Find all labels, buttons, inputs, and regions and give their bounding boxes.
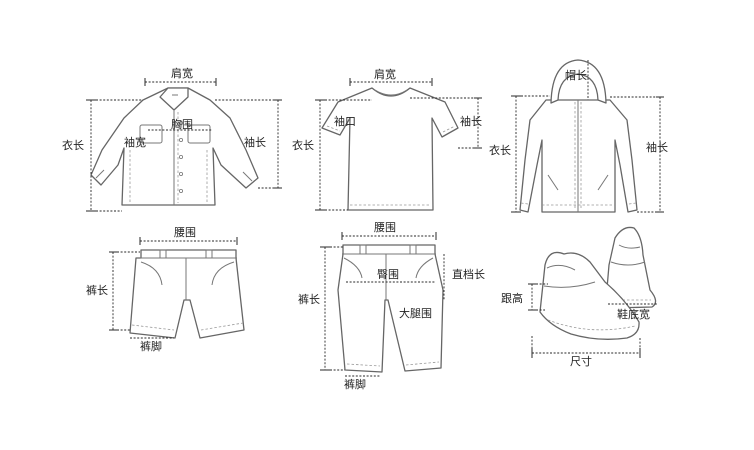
tshirt-length-label: 衣长 (292, 138, 314, 152)
tshirt-dimension-lines (315, 78, 482, 211)
pants-hip-label: 臀围 (377, 268, 399, 281)
shoes-illustration (539, 226, 657, 340)
shoes-sole-width-label: 鞋底宽 (617, 307, 650, 321)
shoes-heel-height-label: 跟高 (501, 291, 523, 305)
tshirt-shoulder-label: 肩宽 (374, 67, 396, 81)
shorts-waist-label: 腰围 (174, 226, 196, 239)
pants-front-rise-label: 直档长 (452, 267, 485, 281)
tshirt-illustration (321, 87, 459, 211)
jacket-illustration (519, 59, 638, 213)
pants-thigh-label: 大腿围 (399, 306, 432, 320)
shorts-leg-opening-label: 裤脚 (140, 339, 162, 353)
shorts-illustration (129, 249, 245, 339)
pants-waist-label: 腰围 (374, 221, 396, 234)
jacket-length-label: 衣长 (489, 143, 511, 157)
shirt-sleeve-length-label: 袖长 (244, 135, 266, 149)
pants-dimension-lines (320, 232, 445, 377)
tshirt-cuff-label: 袖口 (334, 114, 356, 128)
pants-leg-opening-label: 裤脚 (344, 377, 366, 391)
tshirt-sleeve-length-label: 袖长 (460, 114, 482, 128)
shirt-sleeve-width-label: 袖宽 (124, 135, 146, 149)
shoes-dimension-lines (528, 283, 658, 358)
shorts-length-label: 裤长 (86, 283, 108, 297)
shoes-size-label: 尺寸 (570, 354, 592, 368)
jacket-dimension-lines (511, 60, 664, 213)
pants-length-label: 裤长 (298, 292, 320, 306)
shirt-illustration (90, 87, 259, 206)
shirt-shoulder-label: 肩宽 (171, 66, 193, 80)
shorts-dimension-lines (109, 237, 238, 339)
pants-illustration (337, 244, 444, 373)
jacket-sleeve-length-label: 袖长 (646, 140, 668, 154)
shirt-dimension-lines (86, 78, 282, 212)
jacket-hood-label: 帽长 (565, 69, 587, 82)
shirt-length-label: 衣长 (62, 138, 84, 152)
shirt-chest-label: 胸围 (171, 117, 193, 131)
